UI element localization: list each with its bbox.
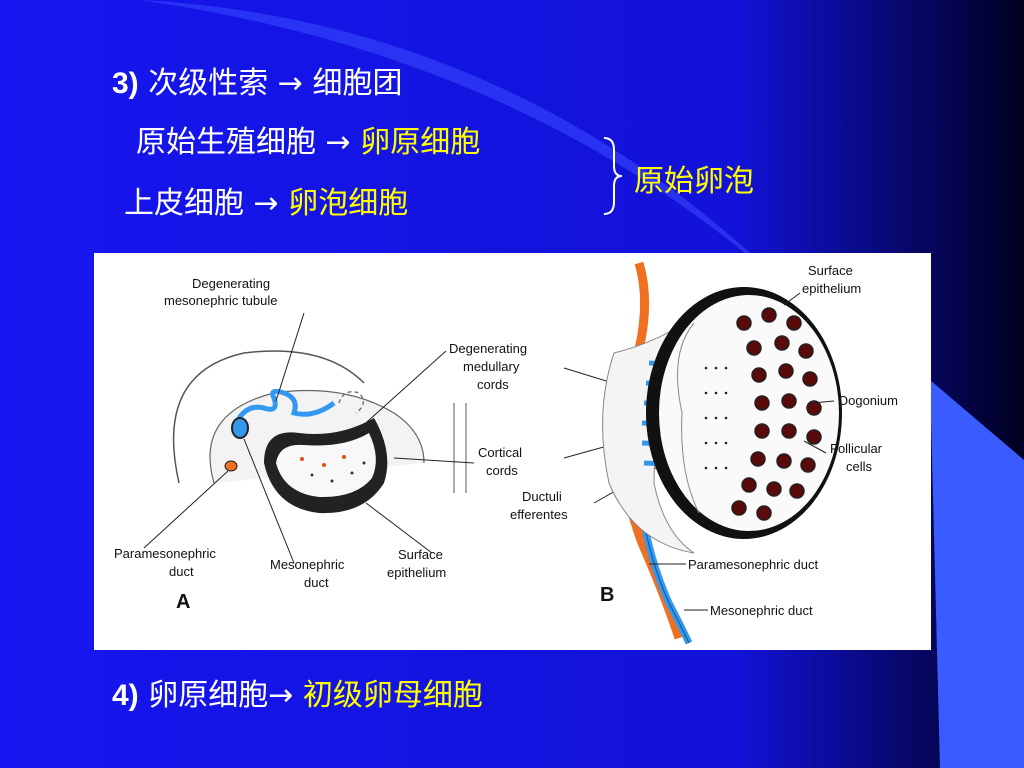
epithelial-text: 上皮细胞 → xyxy=(124,186,289,221)
label-degenerating-tubule-1: Degenerating xyxy=(192,276,270,291)
item-number-3: 3) xyxy=(112,67,139,100)
label-surface-b-1: Surface xyxy=(808,263,853,278)
label-surface-b-2: epithelium xyxy=(802,281,861,296)
ovary-cortex xyxy=(659,295,839,531)
panel-a-leaders xyxy=(143,312,433,564)
label-ductuli-2: efferentes xyxy=(510,507,568,522)
label-medullary-3: cords xyxy=(477,377,509,392)
primordial-follicle-label: 原始卵泡 xyxy=(634,164,754,199)
embryology-figure: Degenerating mesonephric tubule Parameso… xyxy=(94,253,931,650)
label-medullary-1: Degenerating xyxy=(449,341,527,356)
corner-wedge xyxy=(930,380,1024,768)
label-surface-a-1: Surface xyxy=(398,547,443,562)
line-germ-cells: 原始生殖细胞 → 卵原细胞 xyxy=(136,125,480,161)
label-oogonium: Oogonium xyxy=(838,393,898,408)
line-4-oocyte: 4) 卵原细胞→ 初级卵母细胞 xyxy=(112,678,483,714)
label-follicular-1: Follicular xyxy=(830,441,883,456)
right-tube xyxy=(453,403,467,493)
paramesonephric-duct-shape xyxy=(224,460,238,472)
panel-a-letter: A xyxy=(176,591,190,613)
label-cortical-2: cords xyxy=(486,463,518,478)
panel-b-leaders xyxy=(649,292,835,611)
label-mesonephric-b: Mesonephric duct xyxy=(710,603,813,618)
line-3-secondary-sex-cords: 3) 次级性索 → 细胞团 xyxy=(112,66,402,102)
label-paramesonephric-a-2: duct xyxy=(169,564,194,579)
oogonia xyxy=(731,307,822,521)
label-surface-a-2: epithelium xyxy=(387,565,446,580)
right-brace xyxy=(603,137,623,215)
degenerating-tubule-shape xyxy=(231,388,336,429)
primary-oocyte-highlight: 初级卵母细胞 xyxy=(302,678,483,713)
follicle-cell-highlight: 卵泡细胞 xyxy=(288,186,409,221)
label-mesonephric-a-1: Mesonephric xyxy=(270,557,345,572)
oogonium-highlight: 卵原细胞 xyxy=(360,125,481,160)
line-epithelial-cells: 上皮细胞 → 卵泡细胞 xyxy=(124,186,408,222)
label-mesonephric-a-2: duct xyxy=(304,575,329,590)
label-medullary-2: medullary xyxy=(463,359,520,374)
medullary-cord-dots xyxy=(704,366,728,470)
label-paramesonephric-b: Paramesonephric duct xyxy=(688,557,818,572)
item-number-4: 4) xyxy=(112,679,139,712)
label-cortical-1: Cortical xyxy=(478,445,522,460)
panel-b-drawing xyxy=(602,261,842,645)
line-4-text: 卵原细胞→ xyxy=(148,678,303,713)
panel-a-drawing xyxy=(172,350,467,514)
panel-b-letter: B xyxy=(600,584,614,606)
line-3-text: 次级性索 → 细胞团 xyxy=(148,66,403,101)
body-wall-outline xyxy=(172,350,365,484)
label-paramesonephric-a-1: Paramesonephric xyxy=(114,546,216,561)
germ-cell-text: 原始生殖细胞 → xyxy=(136,125,361,160)
ovary-hilum xyxy=(677,322,700,514)
label-degenerating-tubule-2: mesonephric tubule xyxy=(164,293,277,308)
mesonephric-duct-shape xyxy=(231,417,249,439)
label-follicular-2: cells xyxy=(846,459,873,474)
label-ductuli-1: Ductuli xyxy=(522,489,562,504)
dashed-tubule xyxy=(338,391,365,414)
